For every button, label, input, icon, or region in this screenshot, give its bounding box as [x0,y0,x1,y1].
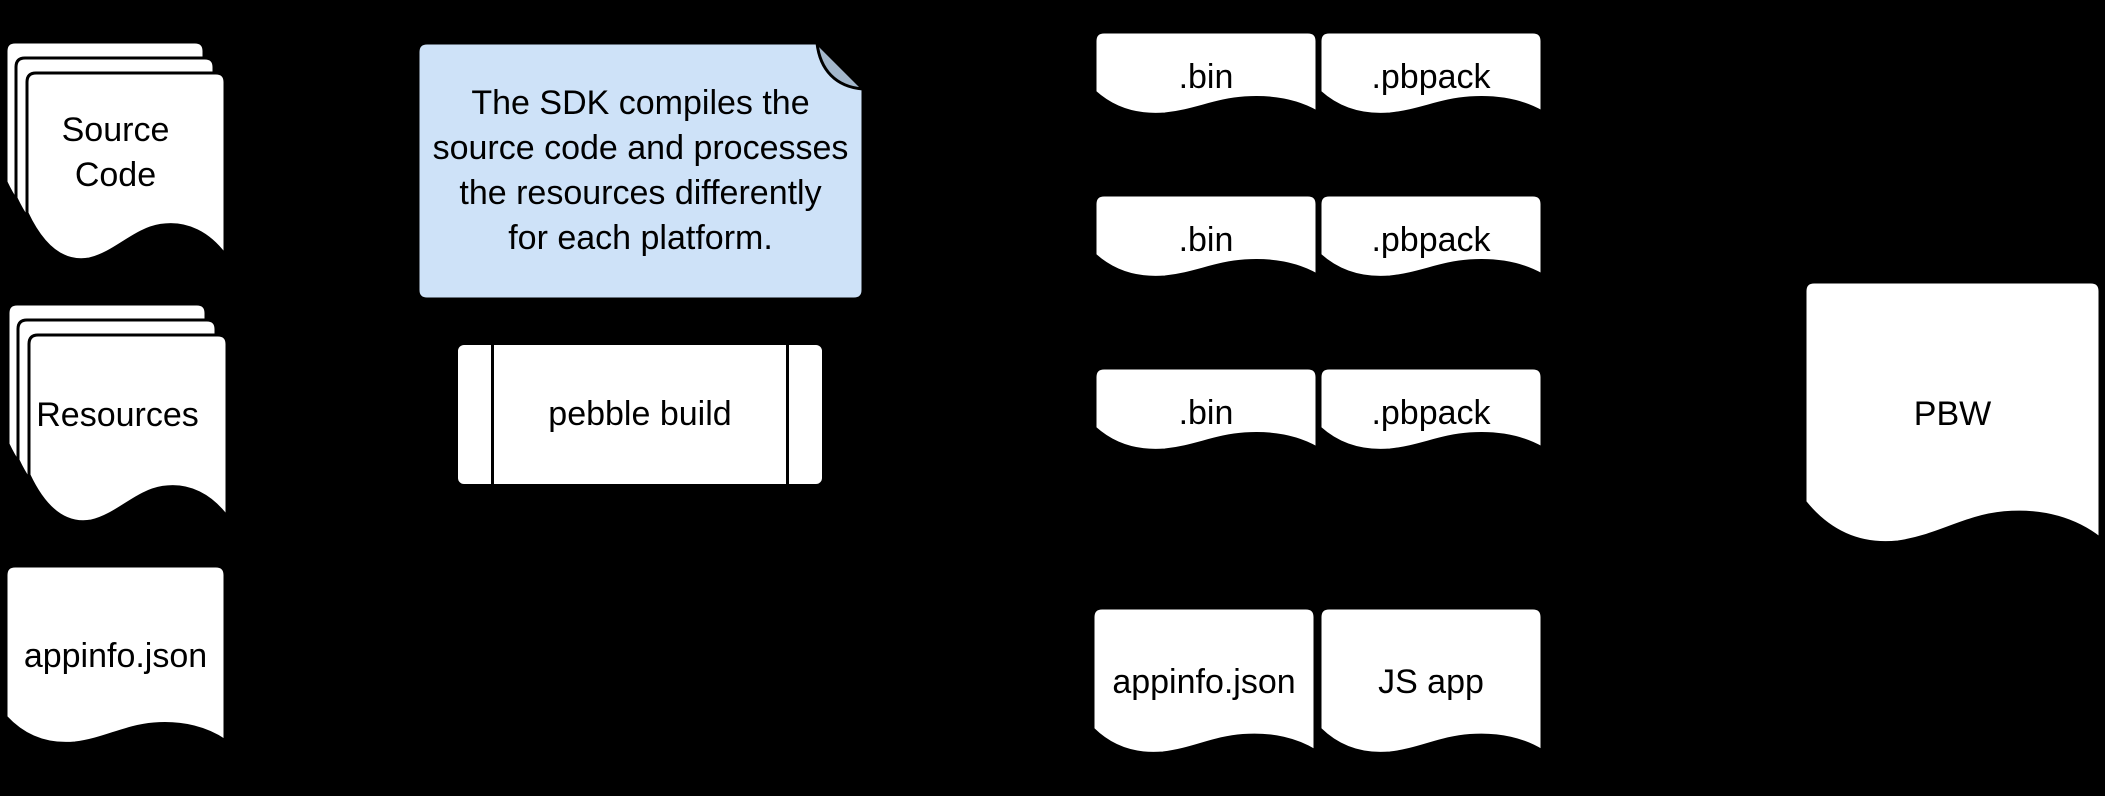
appinfo-input-doc-icon [4,564,227,745]
js-app-doc: JS app [1318,606,1544,756]
note-shape-icon [416,41,865,301]
resources-stack: Resources [6,302,229,526]
pbpack-doc-row3: .pbpack [1318,366,1544,458]
process-left-bar [491,345,494,484]
bin-doc-row1: .bin [1093,30,1319,122]
pbpack-doc-row2: .pbpack [1318,193,1544,285]
pbpack-doc-row1-icon [1318,30,1544,116]
source-code-stack: Source Code [4,40,227,264]
bin-doc-row3-icon [1093,366,1319,452]
note-text: The SDK compiles the source code and pro… [432,84,849,257]
js-app-doc-icon [1318,606,1544,755]
source-code-front-page-icon [25,71,227,262]
pbw-doc: PBW [1803,280,2102,547]
pbpack-doc-row2-icon [1318,193,1544,279]
appinfo-output-doc: appinfo.json [1091,606,1317,756]
pbpack-doc-row1: .pbpack [1318,30,1544,122]
appinfo-output-doc-icon [1091,606,1317,755]
process-right-bar [786,345,789,484]
bin-doc-row3: .bin [1093,366,1319,458]
pebble-build-label: pebble build [548,395,732,433]
pebble-build-process: pebble build [455,342,825,487]
pbpack-doc-row3-icon [1318,366,1544,452]
resources-front-page-icon [27,333,229,524]
bin-doc-row2: .bin [1093,193,1319,285]
bin-doc-row2-icon [1093,193,1319,279]
pbw-doc-icon [1803,280,2102,545]
bin-doc-row1-icon [1093,30,1319,116]
appinfo-input-doc: appinfo.json [4,564,227,746]
sdk-note: The SDK compiles the source code and pro… [416,41,865,301]
